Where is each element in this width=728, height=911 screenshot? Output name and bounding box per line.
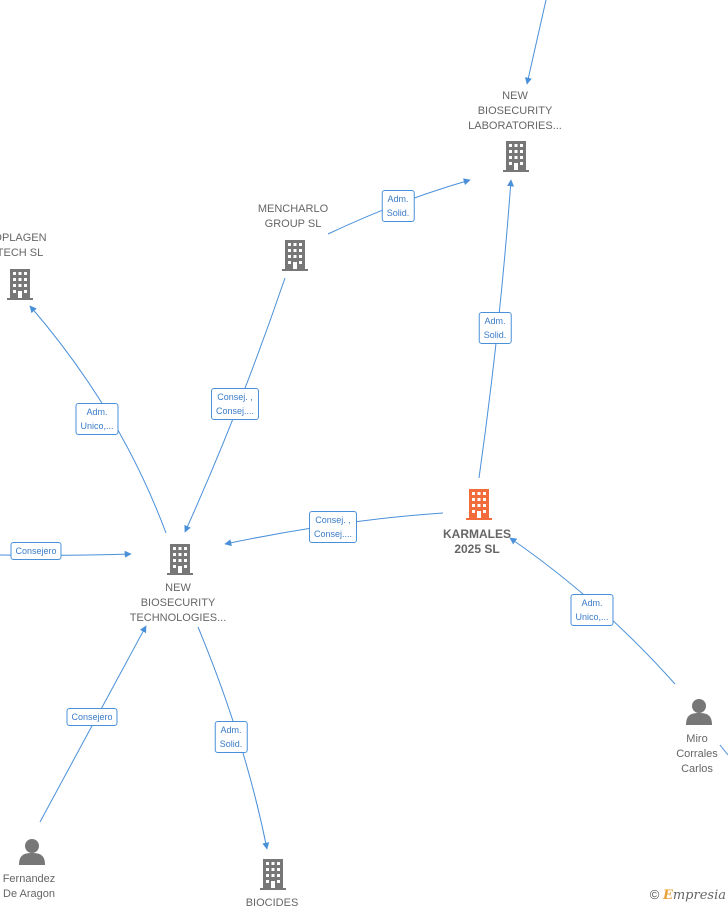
edge-label-mencharlo-labs[interactable]: Adm. Solid. xyxy=(381,190,415,222)
building-icon-karmales[interactable] xyxy=(466,489,492,520)
copyright-symbol: © xyxy=(649,887,660,902)
building-icon-tech[interactable] xyxy=(167,544,193,575)
node-label-mencharlo[interactable]: MENCHARLO GROUP SL xyxy=(257,203,329,230)
edge-miro-right xyxy=(719,744,728,756)
edge-label-tech-biocides[interactable]: Adm. Solid. xyxy=(214,721,248,753)
edge-label-karmales-tech[interactable]: Consej. , Consej.... xyxy=(308,511,358,543)
node-label-karmales[interactable]: KARMALES 2025 SL xyxy=(443,527,511,556)
node-label-biocides[interactable]: BIOCIDES xyxy=(245,897,299,909)
node-label-fernandez[interactable]: Fernandez De Aragon xyxy=(2,873,56,900)
person-icon-miro[interactable] xyxy=(686,699,712,725)
edge-label-fernandez-tech[interactable]: Consejero xyxy=(66,708,118,726)
brand-logo: Empresia xyxy=(662,888,726,903)
node-label-labs[interactable]: NEW BIOSECURITY LABORATORIES... xyxy=(468,90,562,132)
brand-footer[interactable]: © Empresia xyxy=(650,887,726,903)
edge-top xyxy=(524,0,547,85)
edge-label-karmales-labs[interactable]: Adm. Solid. xyxy=(478,312,512,344)
building-icon-oplagen[interactable] xyxy=(7,269,33,300)
node-label-oplagen[interactable]: OPLAGEN TECH SL xyxy=(0,232,47,259)
edge-label-mencharlo-tech[interactable]: Consej. , Consej.... xyxy=(210,388,260,420)
building-icon-labs[interactable] xyxy=(503,141,529,172)
edge-label-miro-karmales[interactable]: Adm. Unico,... xyxy=(570,594,614,626)
building-icon-mencharlo[interactable] xyxy=(282,240,308,271)
node-label-miro[interactable]: Miro Corrales Carlos xyxy=(676,733,718,775)
edge-label-left-tech[interactable]: Consejero xyxy=(10,542,62,560)
person-icon-fernandez[interactable] xyxy=(19,839,45,865)
building-icon-biocides[interactable] xyxy=(260,859,286,890)
edge-label-tech-oplagen[interactable]: Adm. Unico,... xyxy=(75,403,119,435)
node-label-tech[interactable]: NEW BIOSECURITY TECHNOLOGIES... xyxy=(129,582,227,624)
